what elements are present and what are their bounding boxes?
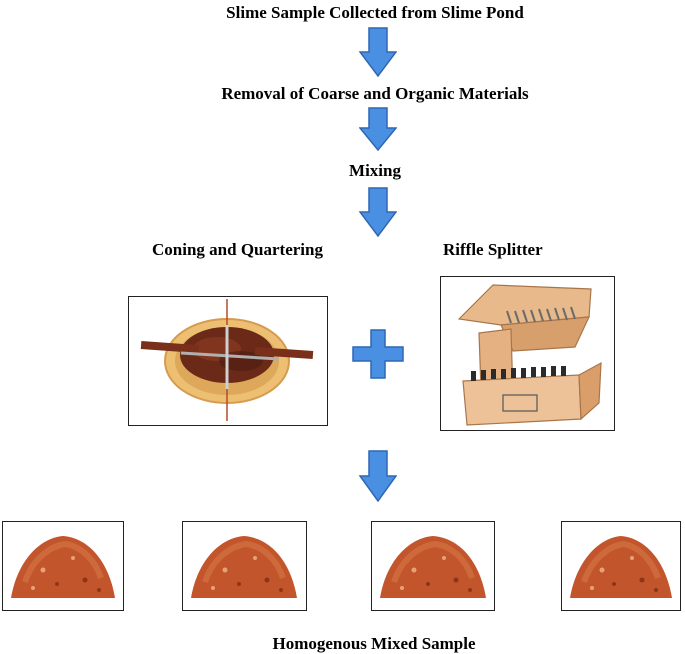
step-removal-label: Removal of Coarse and Organic Materials [221, 84, 529, 103]
mixed-sample-image-1 [2, 521, 124, 611]
step-collected-label: Slime Sample Collected from Slime Pond [226, 3, 524, 22]
homogenous-sample-label: Homogenous Mixed Sample [272, 634, 476, 653]
coning-quartering-label: Coning and Quartering [152, 240, 323, 259]
down-arrow-icon [359, 27, 397, 77]
mixed-sample-image-3 [371, 521, 495, 611]
coning-quartering-image [128, 296, 328, 426]
mixed-sample-image-4 [561, 521, 681, 611]
riffle-splitter-label: Riffle Splitter [443, 240, 543, 259]
down-arrow-icon [359, 107, 397, 151]
riffle-splitter-image [440, 276, 615, 431]
plus-icon [352, 329, 404, 379]
step-mixing-label: Mixing [349, 161, 401, 180]
down-arrow-icon [359, 450, 397, 502]
mixed-sample-image-2 [182, 521, 307, 611]
down-arrow-icon [359, 187, 397, 237]
